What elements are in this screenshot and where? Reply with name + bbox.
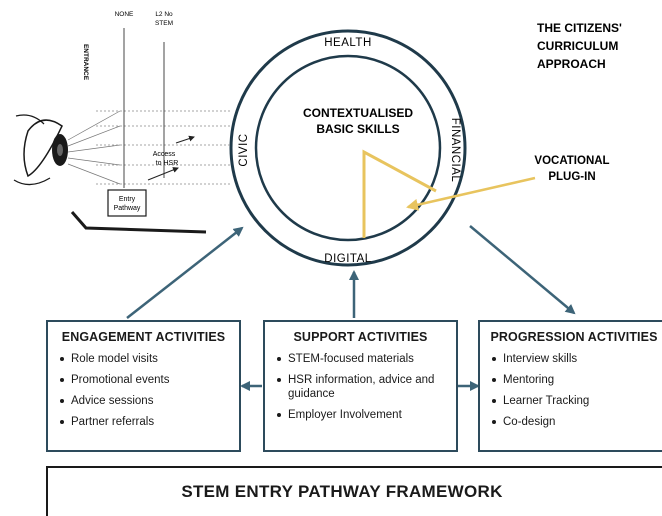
approach-title-line3: APPROACH [537, 57, 606, 71]
progression-list: Interview skills Mentoring Learner Track… [480, 352, 662, 429]
support-title: SUPPORT ACTIVITIES [293, 330, 428, 344]
ring-label-health: HEALTH [324, 37, 372, 49]
vocational-label-line1: VOCATIONAL [534, 155, 609, 167]
sketch-label-entry-line1: Entry [119, 196, 136, 203]
list-item: Partner referrals [60, 415, 239, 429]
engagement-list: Role model visits Promotional events Adv… [48, 352, 239, 429]
sketch-label-none: NONE [115, 11, 134, 18]
approach-title-line2: CURRICULUM [537, 39, 618, 53]
arrow-engagement-to-ring [126, 226, 244, 319]
approach-title-line1: THE CITIZENS' [537, 21, 622, 35]
list-item: Mentoring [492, 373, 662, 387]
framework-title-banner: STEM ENTRY PATHWAY FRAMEWORK [46, 466, 662, 516]
sketch-label-access-line2: to HSR [156, 160, 179, 167]
inner-ring [254, 54, 442, 242]
arrow-ring-to-progression [469, 225, 576, 315]
list-item: Co-design [492, 415, 662, 429]
progression-title: PROGRESSION ACTIVITIES [490, 330, 658, 344]
core-label-line2: BASIC SKILLS [316, 122, 399, 136]
engagement-box: ENGAGEMENT ACTIVITIES Role model visits … [46, 320, 241, 452]
list-item: Role model visits [60, 352, 239, 366]
ring-label-financial: FINANCIAL [449, 118, 461, 183]
vocational-wedge [362, 149, 437, 238]
list-item: Interview skills [492, 352, 662, 366]
sketch-label-entrance: ENTRANCE [82, 44, 89, 81]
list-item: Advice sessions [60, 394, 239, 408]
list-item: Employer Involvement [277, 408, 456, 422]
list-item: Promotional events [60, 373, 239, 387]
sketch-label-l2-line1: L2 No [155, 11, 173, 18]
eye-icon [23, 119, 63, 178]
ring-label-civic: CIVIC [238, 133, 250, 166]
list-item: STEM-focused materials [277, 352, 456, 366]
list-item: HSR information, advice and guidance [277, 373, 456, 401]
core-label-line1: CONTEXTUALISED [303, 106, 413, 120]
framework-title: STEM ENTRY PATHWAY FRAMEWORK [181, 482, 503, 501]
support-list: STEM-focused materials HSR information, … [265, 352, 456, 422]
support-box: SUPPORT ACTIVITIES STEM-focused material… [263, 320, 458, 452]
engagement-title: ENGAGEMENT ACTIVITIES [61, 330, 226, 344]
sketch-label-entry-line2: Pathway [114, 205, 141, 212]
progression-box: PROGRESSION ACTIVITIES Interview skills … [478, 320, 662, 452]
vocational-label-line2: PLUG-IN [548, 171, 595, 183]
entrance-sketch [13, 28, 232, 234]
entry-pathway-box [107, 189, 147, 217]
vocational-arrow [406, 176, 536, 211]
sketch-label-access-line1: Access [153, 151, 176, 158]
sketch-label-l2-line2: STEM [155, 20, 173, 27]
ring-label-digital: DIGITAL [324, 253, 371, 265]
list-item: Learner Tracking [492, 394, 662, 408]
